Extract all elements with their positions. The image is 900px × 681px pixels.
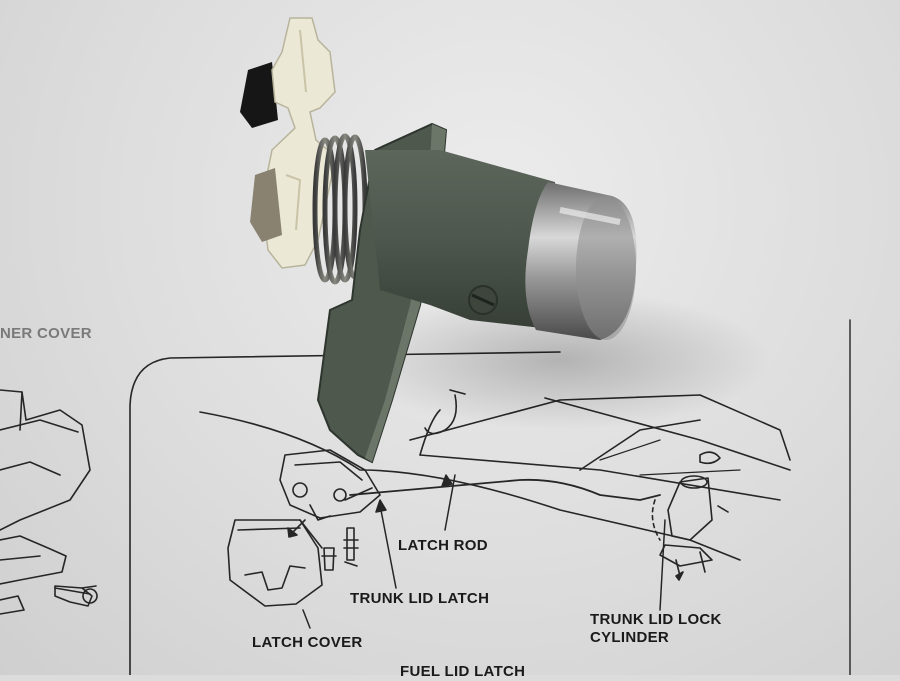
bolt-part xyxy=(54,587,98,604)
latch-rod xyxy=(349,478,661,501)
label-trunk-lid-latch: TRUNK LID LATCH xyxy=(350,590,490,607)
label-leaders xyxy=(302,474,666,629)
end-nut xyxy=(250,168,282,242)
lock-housing xyxy=(365,150,560,330)
label-trunk-lid-lock-cylinder: TRUNK LID LOCK CYLINDER xyxy=(590,611,722,646)
trunk-lid-latch-part xyxy=(279,449,381,521)
lock-cylinder-diagram-part xyxy=(651,475,729,581)
label-fuel-lid-latch: FUEL LID LATCH xyxy=(400,663,526,680)
object-shadow xyxy=(350,290,770,430)
black-rubber-tab xyxy=(240,62,278,128)
label-latch-rod: LATCH ROD xyxy=(398,537,488,554)
label-inner-cover: NER COVER xyxy=(0,325,92,342)
left-partial-part xyxy=(0,389,97,615)
label-latch-cover: LATCH COVER xyxy=(252,634,363,651)
latch-screws xyxy=(321,527,359,571)
